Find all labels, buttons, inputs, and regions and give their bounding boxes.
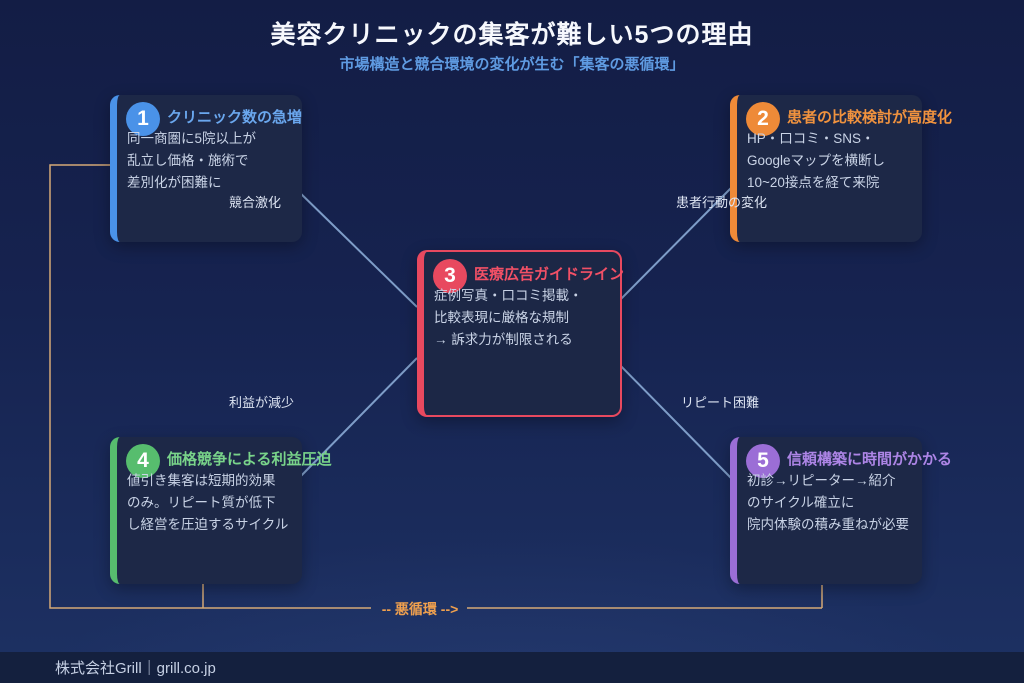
card1-body: 同一商圏に5院以上が 乱立し価格・施術で 差別化が困難に <box>127 128 256 194</box>
card2-body-line1: HP・口コミ・SNS・ <box>747 131 875 146</box>
card4-title: 価格競争による利益圧迫 <box>167 451 332 468</box>
card2-body-line2: Googleマップを横断し <box>747 153 886 168</box>
card4-number-badge: 4 <box>126 444 160 478</box>
card3-number-badge: 3 <box>433 259 467 293</box>
card1-number-badge: 1 <box>126 102 160 136</box>
card4-body-line2: のみ。リピート質が低下 <box>127 495 276 510</box>
footer-bar: 株式会社Grill｜grill.co.jp <box>0 652 1024 683</box>
edge-label-repeat-difficulty: リピート困難 <box>681 395 760 410</box>
card1-title: クリニック数の急増 <box>167 109 303 126</box>
card4-body-line1: 値引き集客は短期的効果 <box>127 473 276 488</box>
card3-body-line1: 症例写真・口コミ掲載・ <box>434 288 583 303</box>
edge-label-profit-decline: 利益が減少 <box>229 395 295 410</box>
card5-body: 初診→リピーター→紹介 のサイクル確立に 院内体験の積み重ねが必要 <box>747 470 909 536</box>
card3-title: 医療広告ガイドライン <box>474 266 625 283</box>
page-title: 美容クリニックの集客が難しい5つの理由 <box>270 21 754 49</box>
card1-body-line2: 乱立し価格・施術で <box>127 153 249 168</box>
card-trust-building: 5 信頼構築に時間がかかる 初診→リピーター→紹介 のサイクル確立に 院内体験の… <box>730 437 952 584</box>
card2-title: 患者の比較検討が高度化 <box>787 109 953 126</box>
connector-line-card1-card3 <box>294 187 418 308</box>
page-subtitle: 市場構造と競合環境の変化が生む「集客の悪循環」 <box>339 56 685 73</box>
card5-number-badge: 5 <box>746 444 780 478</box>
card2-body-line3: 10~20接点を経て来院 <box>747 175 880 190</box>
card5-body-line1: 初診→リピーター→紹介 <box>747 473 896 488</box>
card4-body: 値引き集客は短期的効果 のみ。リピート質が低下 し経営を圧迫するサイクル <box>127 470 288 536</box>
card4-body-line3: し経営を圧迫するサイクル <box>127 517 289 532</box>
card3-body-line3: → 訴求力が制限される <box>434 332 573 347</box>
card2-number-badge: 2 <box>746 102 780 136</box>
card3-body: 症例写真・口コミ掲載・ 比較表現に厳格な規制 → 訴求力が制限される <box>434 285 583 351</box>
card2-body: HP・口コミ・SNS・ Googleマップを横断し 10~20接点を経て来院 <box>747 128 885 194</box>
vicious-cycle-label: -- 悪循環 --> <box>381 601 459 617</box>
card-price-competition: 4 価格競争による利益圧迫 値引き集客は短期的効果 のみ。リピート質が低下 し経… <box>110 437 332 584</box>
card-clinic-increase: 1 クリニック数の急増 同一商圏に5院以上が 乱立し価格・施術で 差別化が困難に <box>110 95 302 242</box>
connector-line-card2-card3 <box>612 185 734 308</box>
card5-title: 信頼構築に時間がかかる <box>787 451 953 468</box>
card5-body-line3: 院内体験の積み重ねが必要 <box>747 517 909 532</box>
connector-line-card3-card4 <box>296 357 418 481</box>
card5-body-line2: のサイクル確立に <box>747 495 855 510</box>
card-ad-guidelines: 3 医療広告ガイドライン 症例写真・口コミ掲載・ 比較表現に厳格な規制 → 訴求… <box>417 250 625 417</box>
footer-company-text: 株式会社Grill｜grill.co.jp <box>55 660 216 677</box>
card3-body-line2: 比較表現に厳格な規制 <box>434 310 569 325</box>
edge-label-patient-behavior-change: 患者行動の変化 <box>676 195 768 210</box>
edge-label-competition-intensifies: 競合激化 <box>229 195 282 210</box>
card1-body-line3: 差別化が困難に <box>127 175 222 190</box>
cycle-loop-line-left <box>49 164 371 609</box>
connector-line-card3-card5 <box>612 357 732 479</box>
card1-body-line1: 同一商圏に5院以上が <box>127 131 257 146</box>
card-patient-comparison: 2 患者の比較検討が高度化 HP・口コミ・SNS・ Googleマップを横断し … <box>730 95 952 242</box>
